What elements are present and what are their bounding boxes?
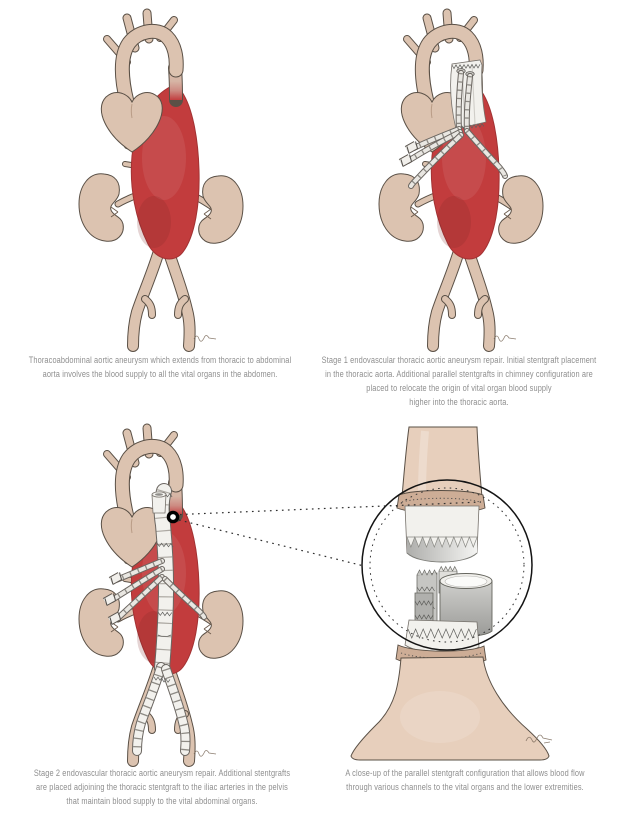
figure-aneurysm-overview <box>48 8 288 353</box>
figure-stage1-repair <box>348 8 588 353</box>
main-stent-cylinder <box>404 505 480 563</box>
caption-stage2-repair: Stage 2 endovascular thoracic aortic ane… <box>33 768 291 806</box>
parallel-stent-cluster <box>414 565 493 637</box>
caption-aneurysm-overview: Thoracoabdominal aortic aneurysm which e… <box>28 355 292 379</box>
chimney-stentgrafts <box>102 558 207 625</box>
figure-stage2-repair <box>48 423 288 768</box>
artist-signature <box>525 734 553 744</box>
chimney-stentgrafts <box>398 70 508 189</box>
figure-stentgraft-closeup <box>330 425 610 763</box>
stentgraft-closeup-illustration <box>350 426 553 761</box>
thoracoabdominal-stentgraft <box>151 483 175 676</box>
stage2-repair-illustration <box>48 423 288 768</box>
aorta-vessel-lower <box>350 656 550 761</box>
iliac-stent-limbs <box>132 662 191 756</box>
caption-stage1-repair: Stage 1 endovascular thoracic aortic ane… <box>321 355 597 407</box>
torso-vasculature <box>79 13 243 346</box>
stage1-repair-illustration <box>348 8 588 353</box>
aneurysm-overview-illustration <box>48 8 288 353</box>
caption-stentgraft-closeup: A close-up of the parallel stentgraft co… <box>345 768 585 792</box>
base-stent-cylinder <box>404 619 480 654</box>
